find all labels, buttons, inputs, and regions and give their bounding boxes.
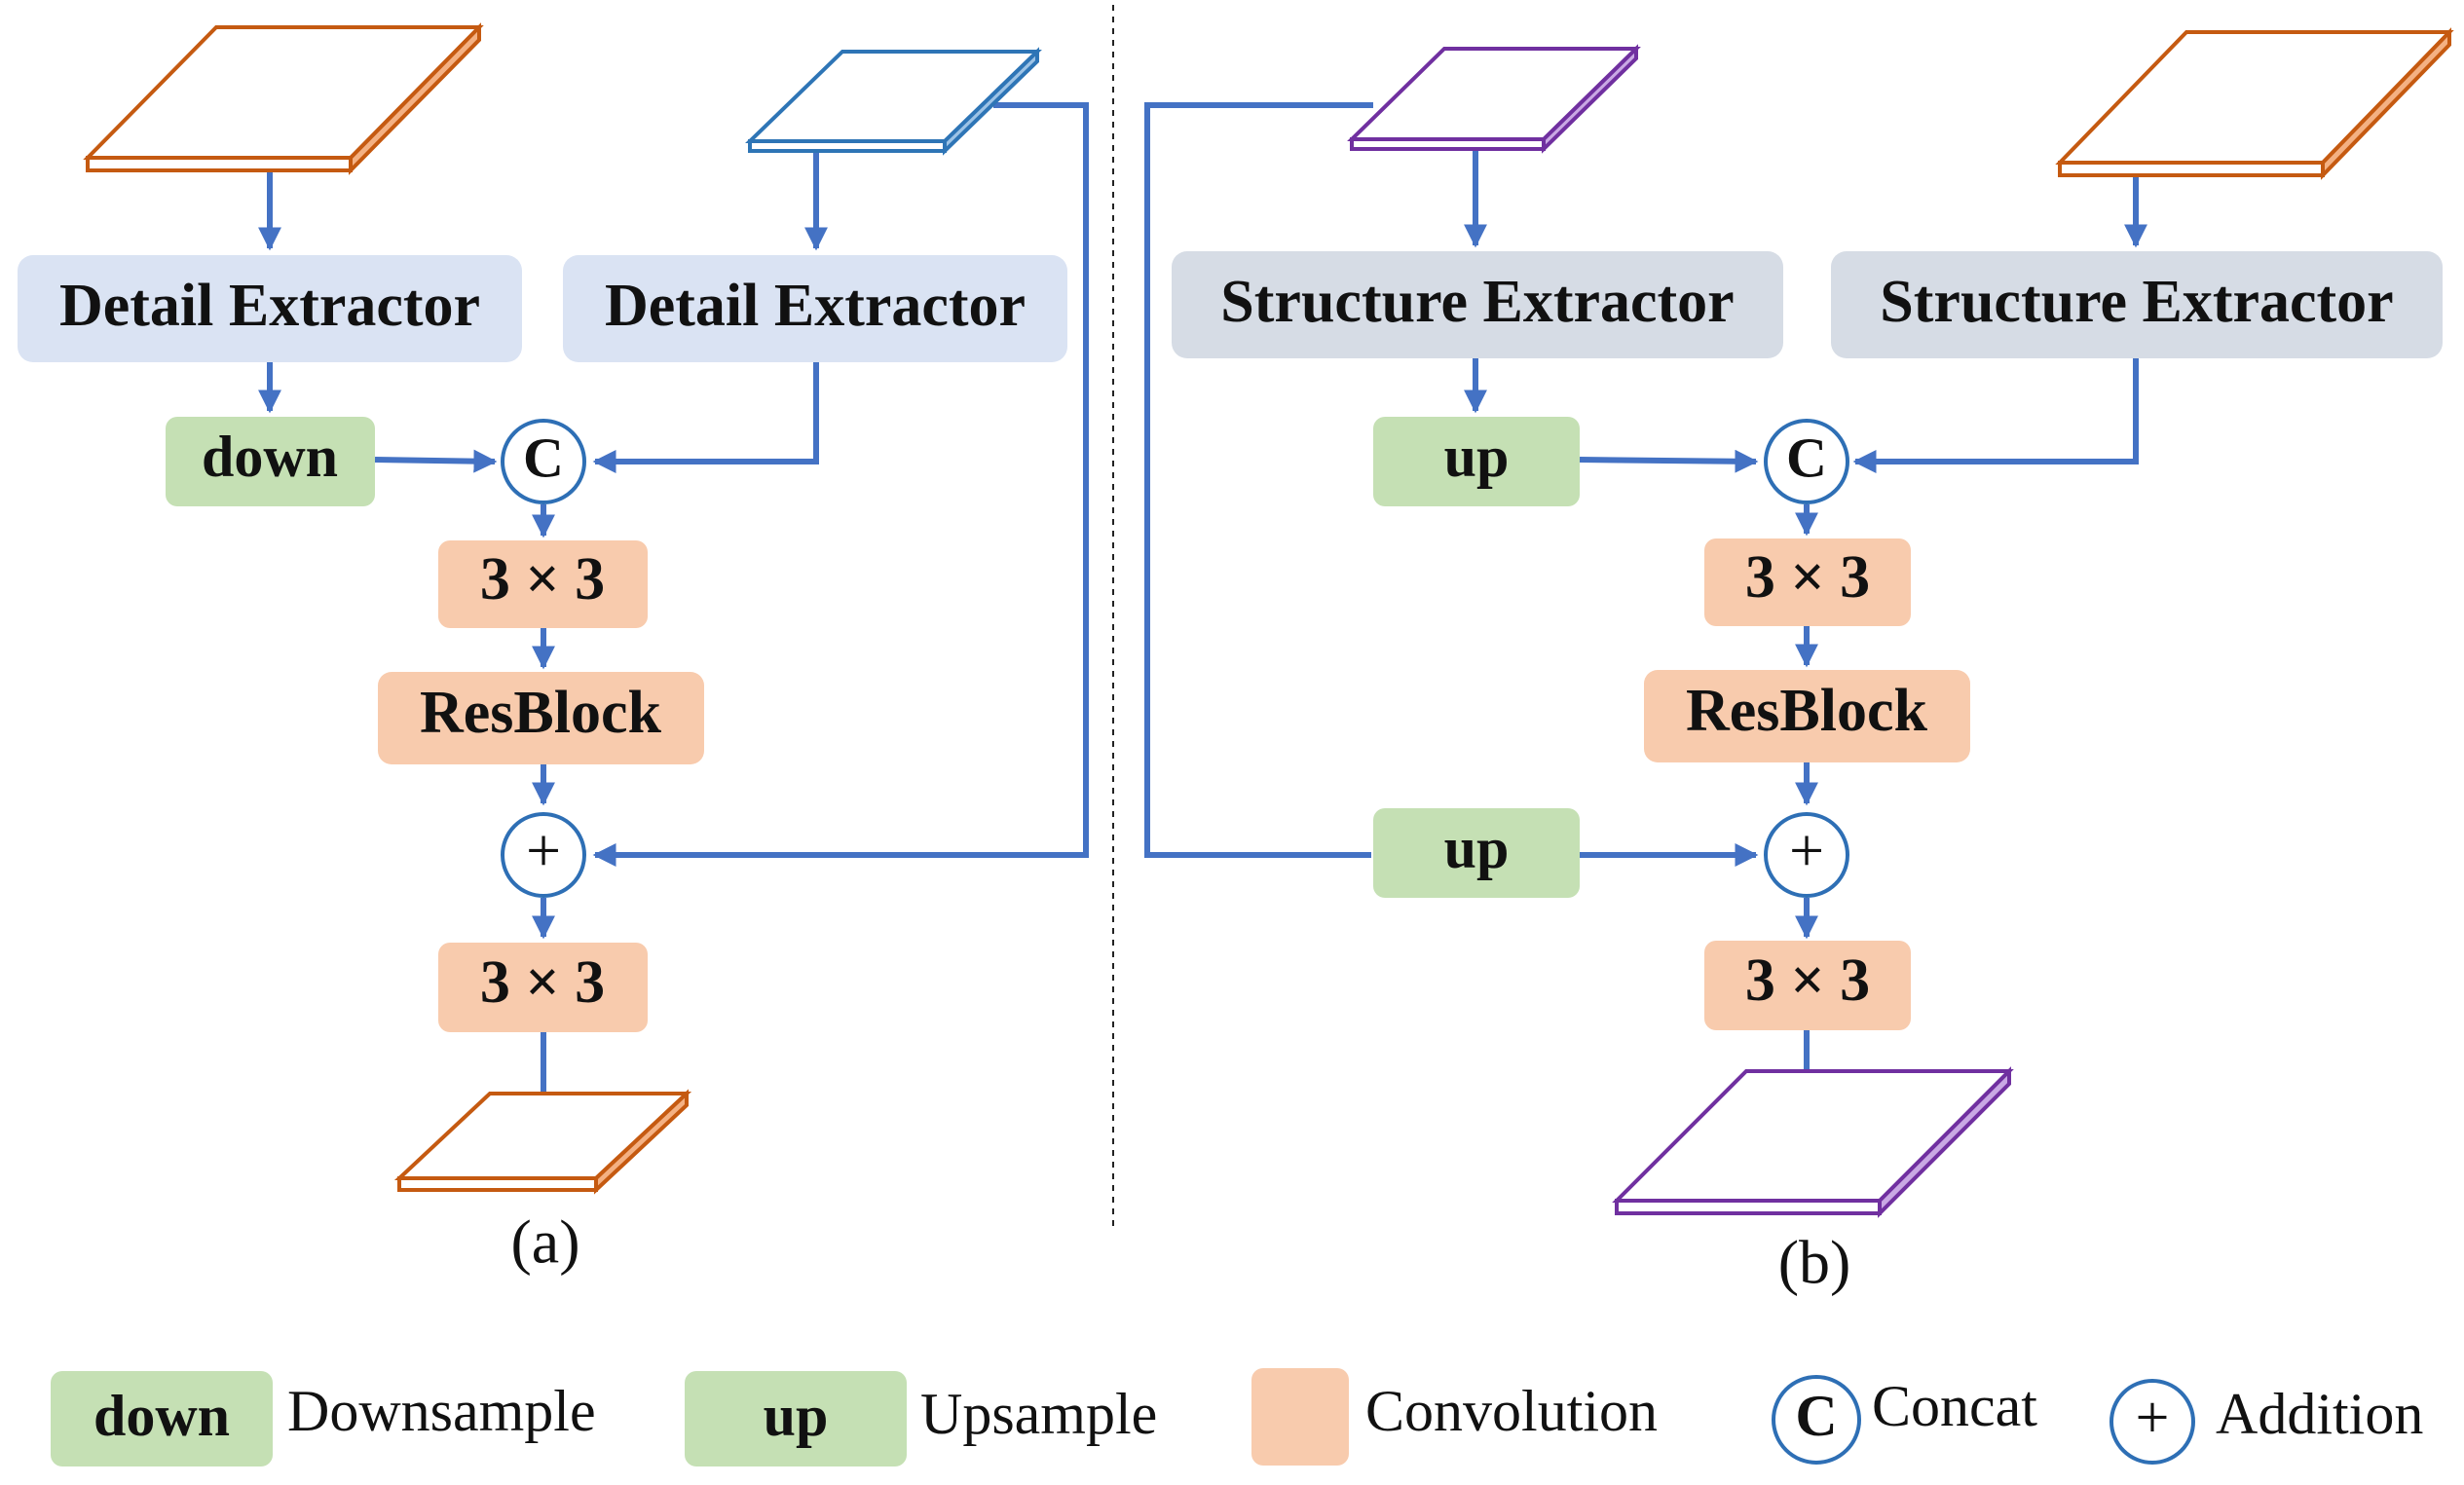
caption-a: (a) [510,1207,579,1277]
legend-down-text: Downsample [287,1379,596,1443]
legend-up-text: Upsample [920,1382,1157,1446]
up-block-b-2: up [1373,808,1580,898]
down-block-a: down [166,417,375,506]
conv-a-2: 3 × 3 [438,943,648,1032]
caption-b: (b) [1778,1228,1851,1297]
conv-a-2-label: 3 × 3 [480,949,605,1016]
add-node-b: + [1764,812,1849,898]
arrow-b-up-to-concat [1579,449,1759,473]
resblock-b: ResBlock [1644,670,1970,762]
feature-map-b-input-right [2055,27,2454,180]
conv-b-1-label: 3 × 3 [1745,544,1870,611]
legend-concat-text: Concat [1872,1374,2037,1438]
add-node-a: + [501,812,586,898]
detail-extractor-left-label: Detail Extractor [59,273,480,339]
panel-b-connectors [1144,102,2147,1134]
resblock-a: ResBlock [378,672,704,764]
legend-add-text: Addition [2216,1382,2423,1446]
legend: down Downsample up Upsample Convolution … [51,1368,2423,1466]
legend-up-box-label: up [764,1384,829,1448]
arrow-a-extractor-right-to-concat [592,362,819,473]
conv-a-1-label: 3 × 3 [480,546,605,613]
legend-concat-symbol: C [1795,1384,1837,1448]
resblock-b-label: ResBlock [1686,678,1928,744]
resblock-a-label: ResBlock [420,680,662,746]
structure-extractor-left: Structure Extractor [1172,251,1783,358]
add-node-a-symbol: + [526,816,561,885]
arrow-b-skip-to-up [1144,102,1373,858]
panel-a-connectors [258,102,1089,1137]
structure-extractor-right-label: Structure Extractor [1880,269,2393,335]
arrow-a-skip-to-add [592,102,1089,867]
concat-node-b: C [1764,419,1849,504]
legend-addition: + Addition [2109,1379,2423,1465]
conv-b-2-label: 3 × 3 [1745,947,1870,1014]
up-block-b-1-label: up [1444,425,1510,489]
concat-node-a-symbol: C [523,426,564,489]
structure-extractor-left-label: Structure Extractor [1220,269,1734,335]
concat-node-b-symbol: C [1786,426,1827,489]
concat-node-a: C [501,419,586,504]
feature-map-a-output [393,1089,692,1195]
legend-concat: C Concat [1772,1374,2037,1465]
conv-b-1: 3 × 3 [1704,538,1911,626]
detail-extractor-right-label: Detail Extractor [605,273,1026,339]
down-block-a-label: down [202,425,338,489]
add-node-b-symbol: + [1789,816,1824,885]
arrow-b-extractor-right-to-concat [1852,358,2139,473]
arrow-a-down-to-concat [374,449,498,473]
structure-extractor-right: Structure Extractor [1831,251,2443,358]
detail-extractor-left: Detail Extractor [18,255,522,362]
up-block-b-1: up [1373,417,1580,506]
legend-convolution: Convolution [1251,1368,1658,1466]
legend-conv-text: Convolution [1365,1379,1658,1443]
detail-extractor-right: Detail Extractor [563,255,1067,362]
legend-upsample: up Upsample [685,1371,1157,1466]
feature-map-a-input-left [83,22,484,175]
conv-a-1: 3 × 3 [438,540,648,628]
feature-map-b-input-left [1347,44,1641,154]
legend-downsample: down Downsample [51,1371,596,1466]
up-block-b-2-label: up [1444,816,1510,880]
legend-add-symbol: + [2136,1385,2170,1451]
legend-down-box-label: down [93,1384,230,1448]
feature-map-b-output [1612,1066,2014,1218]
conv-b-2: 3 × 3 [1704,941,1911,1030]
feature-map-a-input-right [745,47,1042,156]
